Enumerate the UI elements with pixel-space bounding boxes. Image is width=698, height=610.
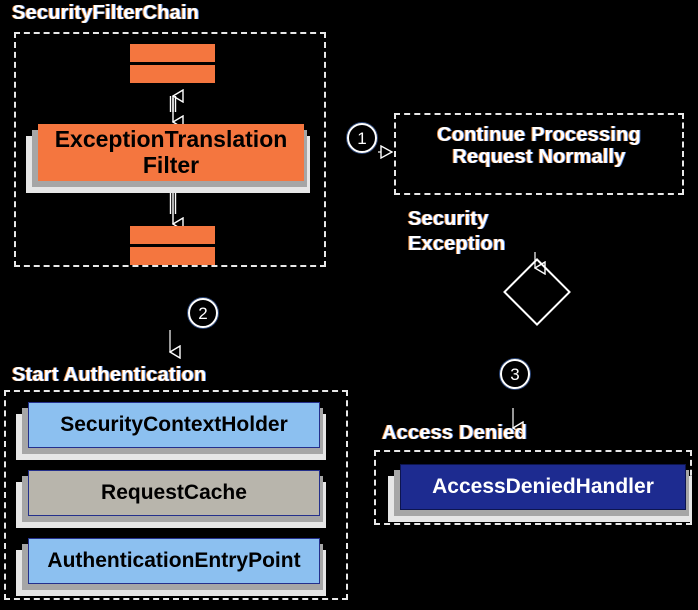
group-continue-processing xyxy=(394,113,684,195)
request-cache-face[interactable]: RequestCache xyxy=(28,470,320,516)
group-title-continue-processing: Continue Processing Request Normally xyxy=(394,124,684,168)
request-cache-label: RequestCache xyxy=(101,481,247,505)
collapsed-filter-bar-1 xyxy=(130,44,215,62)
edge-label-security-exception-line2: Exception xyxy=(408,233,506,255)
decision-diamond xyxy=(503,258,571,326)
step-badge-1: 1 xyxy=(347,123,377,153)
step-badge-2: 2 xyxy=(188,298,218,328)
access-denied-handler-label: AccessDeniedHandler xyxy=(432,475,654,499)
exception-translation-filter-card[interactable]: ExceptionTranslation Filter xyxy=(26,124,310,193)
group-title-start-authentication: Start Authentication xyxy=(12,364,207,386)
access-denied-handler-face[interactable]: AccessDeniedHandler xyxy=(400,464,686,510)
component-card-security-context-holder[interactable]: SecurityContextHolder xyxy=(16,402,326,460)
continue-processing-line2: Request Normally xyxy=(452,146,626,168)
group-title-access-denied: Access Denied xyxy=(382,422,527,444)
authentication-entry-point-face[interactable]: AuthenticationEntryPoint xyxy=(28,538,320,584)
component-card-authentication-entry-point[interactable]: AuthenticationEntryPoint xyxy=(16,538,326,596)
exception-translation-filter-label-line1: ExceptionTranslation xyxy=(54,126,288,153)
edge-label-security-exception-line1: Security xyxy=(408,208,489,230)
group-security-filter-chain xyxy=(14,32,326,267)
collapsed-filter-bar-2 xyxy=(130,65,215,83)
exception-translation-filter-face[interactable]: ExceptionTranslation Filter xyxy=(38,124,304,181)
component-card-access-denied-handler[interactable]: AccessDeniedHandler xyxy=(388,464,692,522)
group-start-authentication xyxy=(4,390,348,600)
authentication-entry-point-label: AuthenticationEntryPoint xyxy=(47,549,301,573)
security-context-holder-face[interactable]: SecurityContextHolder xyxy=(28,402,320,448)
step-badge-3: 3 xyxy=(500,359,530,389)
exception-translation-filter-label-line2: Filter xyxy=(142,151,200,178)
collapsed-filter-bar-4 xyxy=(130,247,215,265)
group-title-security-filter-chain: SecurityFilterChain xyxy=(12,2,200,24)
component-card-request-cache[interactable]: RequestCache xyxy=(16,470,326,528)
collapsed-filter-bar-3 xyxy=(130,226,215,244)
security-context-holder-label: SecurityContextHolder xyxy=(60,413,288,437)
continue-processing-line1: Continue Processing xyxy=(437,124,641,146)
